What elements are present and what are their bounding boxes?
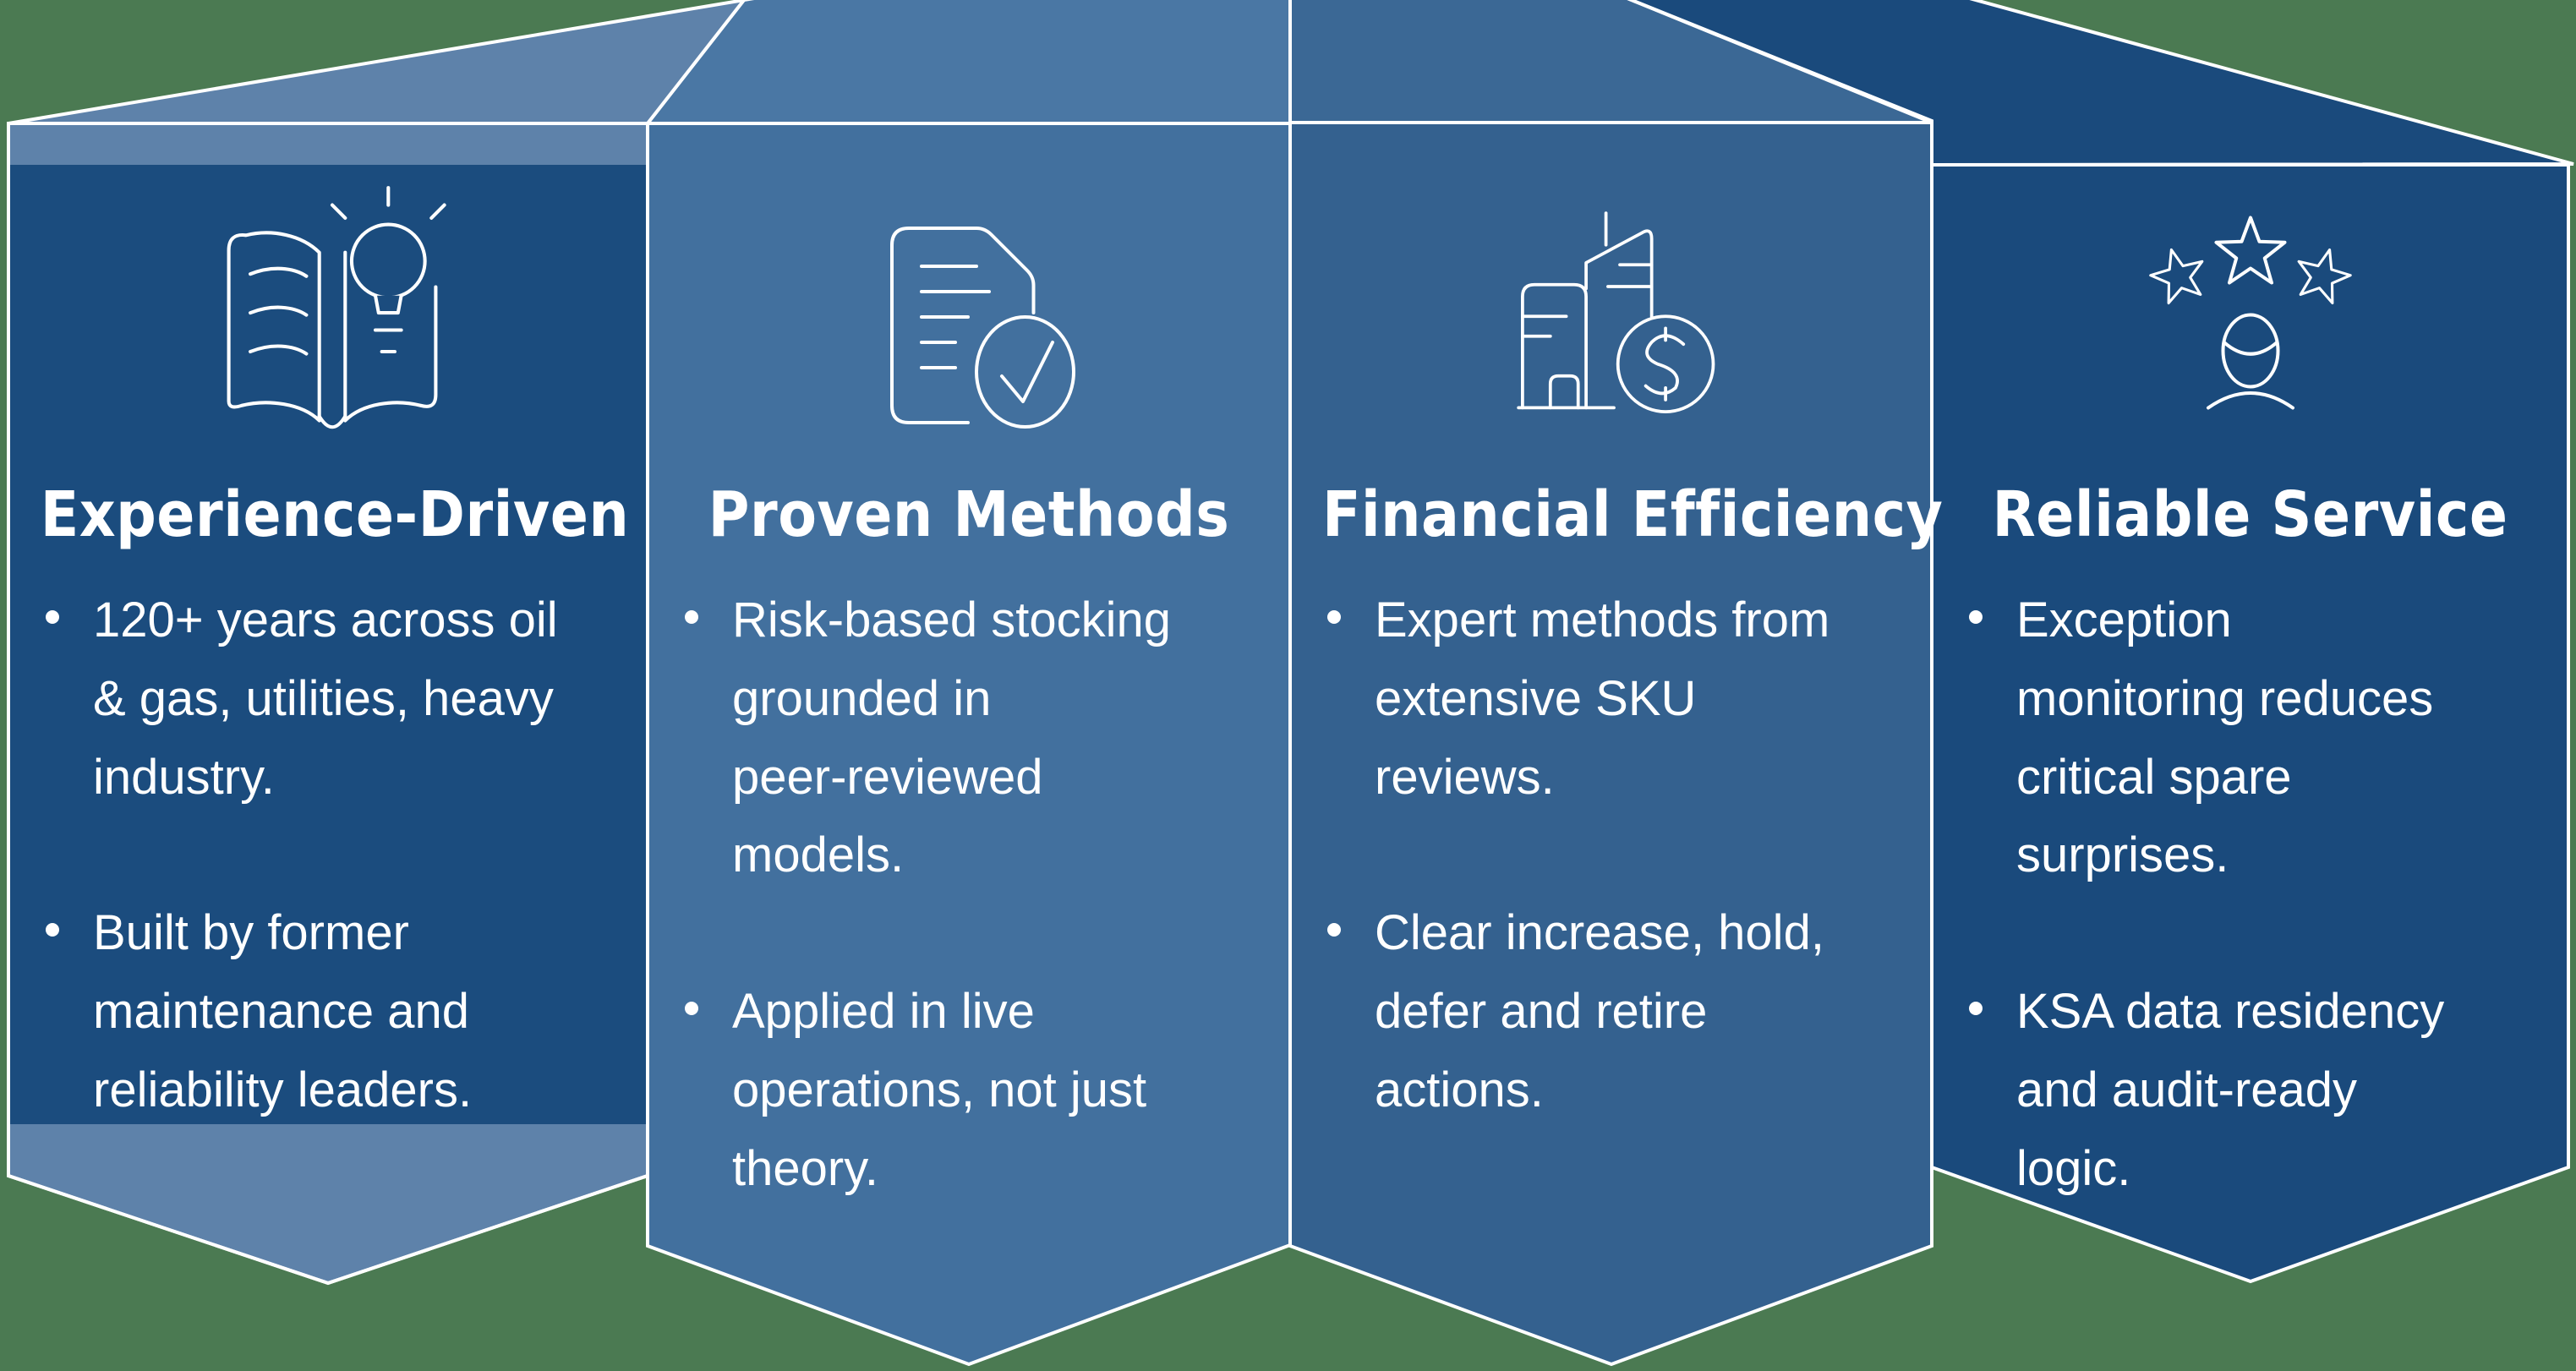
bullet-dot-icon — [46, 923, 59, 937]
bullet-text: Expert methods from extensive SKU review… — [1375, 593, 1830, 805]
panel-experience-driven-dark-field — [10, 165, 646, 1124]
bullet-dot-icon — [1969, 610, 1983, 624]
document-checkmark-icon — [890, 227, 1075, 429]
bullet-text: Exception monitoring reduces critical sp… — [2016, 593, 2434, 883]
bullet-item: Risk-based stocking grounded in peer-rev… — [685, 582, 1255, 895]
bullet-dot-icon — [685, 1002, 698, 1016]
bullet-text: Clear increase, hold, defer and retire a… — [1375, 905, 1824, 1117]
bullet-dot-icon — [685, 610, 698, 624]
panel-title-proven-methods: Proven Methods — [708, 478, 1230, 551]
panel-proven-methods-flap — [643, 0, 1292, 125]
bullet-item: Exception monitoring reduces critical sp… — [1969, 582, 2535, 895]
panel-bullets-proven-methods: Risk-based stocking grounded in peer-rev… — [685, 582, 1255, 1286]
bullet-dot-icon — [46, 610, 59, 624]
panel-title-reliable-service: Reliable Service — [1992, 478, 2508, 551]
bullet-dot-icon — [1327, 610, 1341, 624]
panel-bullets-financial-efficiency: Expert methods from extensive SKU review… — [1327, 582, 1898, 1208]
buildings-dollar-coin-icon — [1517, 211, 1715, 413]
bullet-text: 120+ years across oil & gas, utilities, … — [93, 593, 558, 805]
panel-reliable-service-banner — [1930, 163, 2570, 1284]
panel-bullets-experience-driven: 120+ years across oil & gas, utilities, … — [46, 582, 612, 1208]
panel-financial-efficiency-banner — [1288, 121, 1933, 1367]
bullet-dot-icon — [1327, 923, 1341, 937]
open-book-lightbulb-icon — [227, 186, 446, 429]
bullet-text: Built by former maintenance and reliabil… — [93, 905, 473, 1117]
bullet-item: Applied in live operations, not just the… — [685, 973, 1255, 1208]
bullet-item: Expert methods from extensive SKU review… — [1327, 582, 1898, 817]
panel-bullets-reliable-service: Exception monitoring reduces critical sp… — [1969, 582, 2535, 1286]
bullet-text: Risk-based stocking grounded in peer-rev… — [732, 593, 1171, 883]
three-stars-person-icon — [2149, 216, 2352, 410]
panel-experience-driven-border — [7, 122, 649, 1286]
bullet-text: KSA data residency and audit-ready logic… — [2016, 984, 2445, 1196]
panel-title-experience-driven: Experience-Driven — [40, 478, 630, 551]
bullet-item: Clear increase, hold, defer and retire a… — [1327, 894, 1898, 1129]
bullet-text: Applied in live operations, not just the… — [732, 984, 1147, 1196]
bullet-item: 120+ years across oil & gas, utilities, … — [46, 582, 612, 817]
bullet-dot-icon — [1969, 1002, 1983, 1016]
bullet-item: KSA data residency and audit-ready logic… — [1969, 973, 2535, 1208]
bullet-item: Built by former maintenance and reliabil… — [46, 894, 612, 1129]
panel-title-financial-efficiency: Financial Efficiency — [1321, 478, 1944, 551]
